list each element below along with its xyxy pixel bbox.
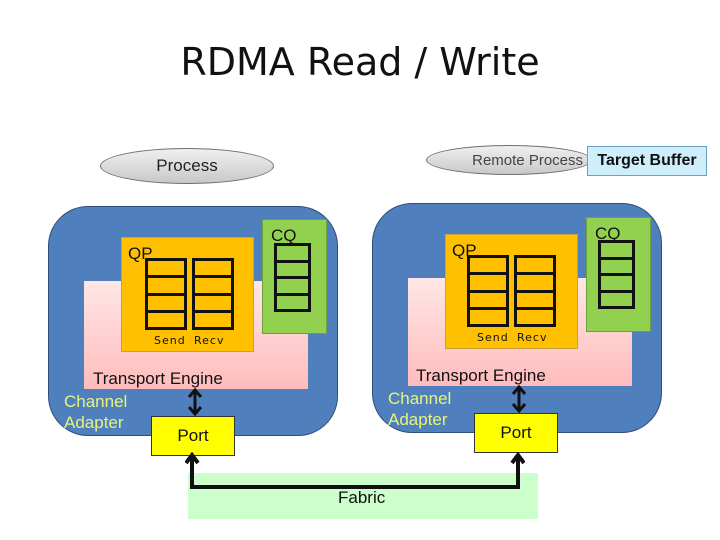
local-process-ellipse: Process bbox=[100, 148, 274, 184]
remote-cq-queue bbox=[598, 240, 635, 309]
local-channel-label: Channel bbox=[64, 392, 128, 411]
remote-send-queue bbox=[467, 255, 509, 327]
remote-recv-queue bbox=[514, 255, 556, 327]
slide-title: RDMA Read / Write bbox=[180, 40, 540, 84]
remote-te-port-arrow bbox=[511, 385, 527, 413]
local-port-label: Port bbox=[177, 426, 209, 445]
remote-cq-label: CQ bbox=[595, 224, 621, 243]
remote-recv-label: Recv bbox=[517, 331, 548, 344]
remote-transport-label: Transport Engine bbox=[416, 366, 546, 385]
local-cq-queue bbox=[274, 243, 311, 312]
remote-process-label: Remote Process bbox=[472, 152, 583, 169]
fabric-label: Fabric bbox=[338, 488, 386, 507]
local-port: Port bbox=[151, 416, 235, 456]
local-recv-queue bbox=[192, 258, 234, 330]
target-buffer: Target Buffer bbox=[587, 146, 707, 176]
remote-channel-label: Channel bbox=[388, 389, 452, 408]
target-buffer-label: Target Buffer bbox=[597, 152, 697, 169]
local-te-port-arrow bbox=[187, 388, 203, 416]
fabric-area bbox=[188, 473, 538, 519]
local-send-queue bbox=[145, 258, 187, 330]
local-send-label: Send bbox=[154, 334, 186, 347]
remote-port-arrowhead bbox=[510, 452, 525, 465]
local-transport-label: Transport Engine bbox=[93, 369, 223, 388]
local-process-label: Process bbox=[156, 156, 218, 175]
remote-send-label: Send bbox=[477, 331, 509, 344]
remote-adapter-label: Adapter bbox=[388, 410, 448, 429]
local-recv-label: Recv bbox=[194, 334, 225, 347]
remote-port-label: Port bbox=[500, 423, 532, 442]
fabric-link bbox=[185, 452, 525, 489]
remote-process-ellipse: Remote Process bbox=[426, 145, 592, 175]
remote-port: Port bbox=[474, 413, 558, 453]
local-adapter-label: Adapter bbox=[64, 413, 124, 432]
local-cq-label: CQ bbox=[271, 226, 297, 245]
local-port-arrowhead bbox=[185, 452, 200, 465]
